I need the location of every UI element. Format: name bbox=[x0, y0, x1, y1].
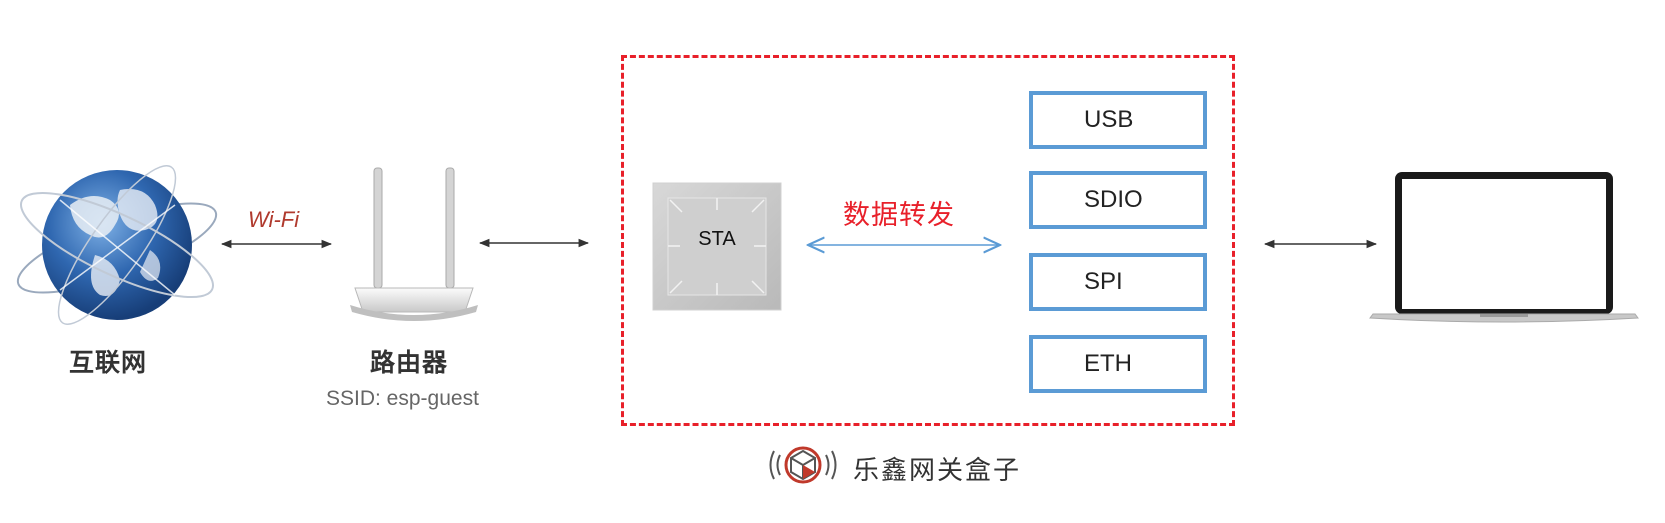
interface-usb: USB bbox=[1029, 91, 1207, 149]
wifi-label: Wi-Fi bbox=[248, 207, 300, 232]
brand-name: 乐鑫网关盒子 bbox=[853, 456, 1022, 486]
lexin-cube-logo bbox=[769, 446, 837, 484]
laptop-icon bbox=[1369, 172, 1639, 323]
gateway-box bbox=[621, 55, 1235, 426]
globe-icon bbox=[16, 165, 218, 325]
router-label: 路由器 bbox=[370, 348, 449, 377]
router-icon bbox=[350, 167, 478, 321]
interface-eth: ETH bbox=[1029, 335, 1207, 393]
sta-chip-icon bbox=[652, 182, 782, 311]
interface-sdio: SDIO bbox=[1029, 171, 1207, 229]
sta-label: STA bbox=[698, 228, 736, 250]
router-ssid: SSID: esp-guest bbox=[326, 387, 479, 410]
forward-label: 数据转发 bbox=[843, 200, 955, 231]
interface-spi: SPI bbox=[1029, 253, 1207, 311]
internet-label: 互联网 bbox=[69, 348, 148, 377]
